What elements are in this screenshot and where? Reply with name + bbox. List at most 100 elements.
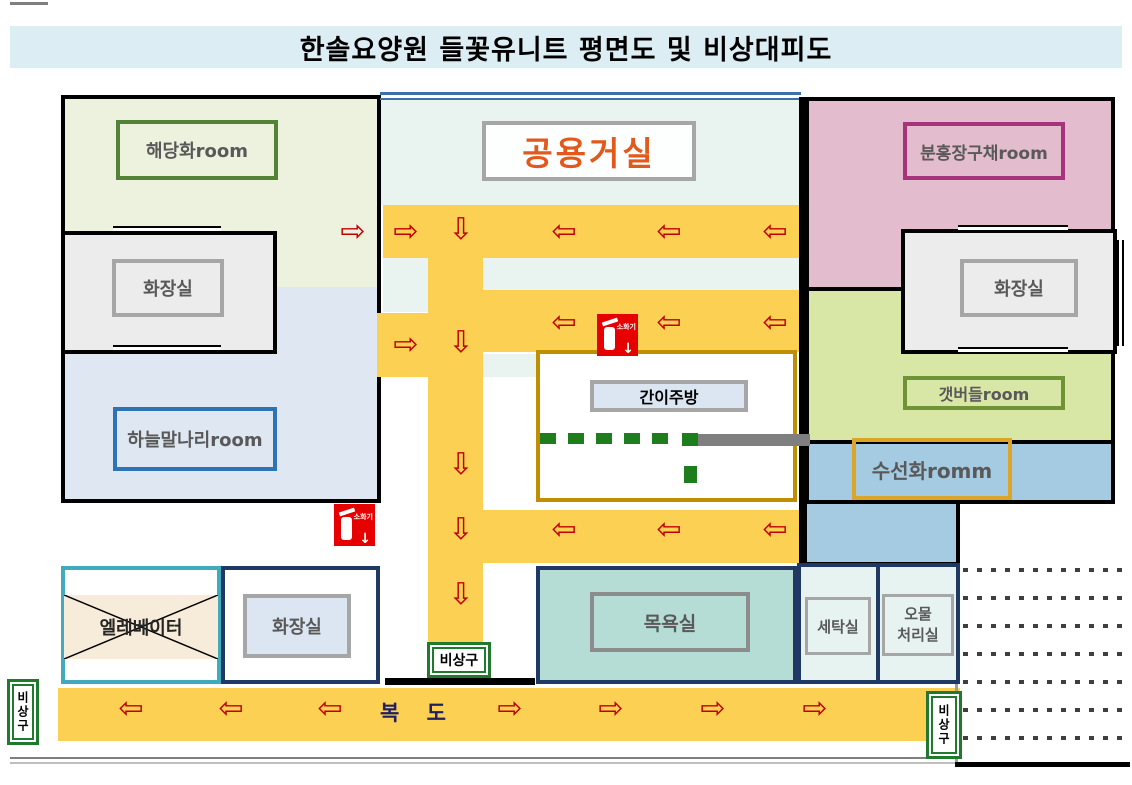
green-dash [540, 433, 556, 444]
corridor-band-second-right [483, 290, 799, 352]
room-label-common-living-text: 공용거실 [522, 134, 656, 173]
green-dash [596, 433, 612, 444]
counter-gray-bar [698, 434, 810, 446]
evacuation-arrow-left-icon: ⇦ [656, 305, 682, 340]
door-mark [113, 345, 221, 352]
room-label-bath: 목욕실 [590, 592, 750, 652]
fire-extinguisher-down-arrow-icon: ↓ [622, 341, 634, 357]
fire-extinguisher-down-arrow-icon: ↓ [359, 531, 371, 547]
fire-extinguisher-label: 소화기 [616, 323, 636, 331]
evacuation-arrow-right-icon: ⇨ [802, 691, 828, 726]
green-dash [684, 466, 697, 483]
evacuation-arrow-left-icon: ⇦ [762, 512, 788, 547]
room-label-toilet-upper-left-text: 화장실 [143, 279, 193, 300]
dotted-boundary-line [963, 708, 1128, 712]
room-label-toilet-lower: 화장실 [243, 594, 351, 658]
evacuation-arrow-left-icon: ⇦ [317, 691, 343, 726]
right-double-wall [1117, 240, 1124, 346]
dotted-boundary-line [963, 568, 1128, 572]
green-dash [624, 433, 640, 444]
room-label-haedanghwa-text: 해당화room [145, 141, 249, 162]
green-dash [568, 433, 584, 444]
evacuation-arrow-down-icon: ⇩ [448, 577, 474, 612]
fire-extinguisher-body [341, 517, 352, 540]
evacuation-arrow-left-icon: ⇦ [656, 512, 682, 547]
evacuation-arrow-left-icon: ⇦ [762, 214, 788, 249]
room-label-pink-jangguchae: 분홍장구채room [903, 122, 1065, 180]
room-label-toilet-upper-left: 화장실 [112, 259, 224, 317]
evacuation-arrow-down-icon: ⇩ [448, 447, 474, 482]
room-label-haneulmalnari: 하늘말나리room [113, 407, 277, 471]
corridor-band-middle [428, 510, 799, 563]
fire-extinguisher-icon: 소화기 ↓ [334, 504, 375, 546]
evacuation-arrow-left-icon: ⇦ [762, 305, 788, 340]
room-label-common-living: 공용거실 [482, 121, 696, 181]
room-bath [536, 566, 797, 684]
room-label-toilet-upper-right-text: 화장실 [994, 279, 1044, 300]
exit-threshold-line [385, 678, 535, 685]
bottom-black-line [955, 762, 1130, 767]
room-label-waste-line2: 처리실 [897, 626, 939, 644]
light-patch [383, 258, 428, 312]
dotted-boundary-line [963, 680, 1128, 684]
kitchen-room [536, 350, 797, 502]
corridor-label-text: 복 도 [380, 701, 456, 725]
evacuation-arrow-left-icon: ⇦ [551, 305, 577, 340]
emergency-exit-center: 비상구 [427, 642, 491, 678]
room-label-elevator-text: 엘레베이터 [99, 618, 183, 639]
fire-extinguisher-label: 소화기 [353, 513, 373, 521]
room-label-suseonhwa: 수선화romm [852, 438, 1012, 500]
dotted-boundary-line [963, 624, 1128, 628]
door-mark [113, 226, 221, 233]
room-label-pink-jangguchae-text: 분홍장구채room [920, 143, 1048, 164]
evacuation-arrow-right-icon: ⇨ [700, 691, 726, 726]
room-label-toilet-lower-text: 화장실 [272, 617, 322, 638]
room-label-kitchen-text: 간이주방 [639, 388, 699, 407]
emergency-exit-center-label: 비상구 [432, 647, 486, 673]
room-toilet-upper-left [61, 231, 277, 354]
door-mark [958, 225, 1068, 232]
center-right-wall [799, 97, 805, 565]
dotted-boundary-line [963, 736, 1128, 740]
fire-extinguisher-body [604, 327, 615, 350]
room-label-gaetbeodeul-text: 갯버들room [938, 385, 1030, 404]
corridor-vertical-column [428, 205, 483, 678]
evacuation-arrow-right-icon: ⇨ [340, 214, 366, 249]
room-label-suseonhwa-text: 수선화romm [871, 458, 993, 483]
evacuation-arrow-right-icon: ⇨ [497, 691, 523, 726]
green-dash [682, 433, 698, 446]
room-label-waste: 오물 처리실 [882, 594, 954, 656]
evacuation-arrow-right-icon: ⇨ [598, 691, 624, 726]
room-label-bath-text: 목욕실 [643, 612, 697, 635]
room-label-laundry-text: 세탁실 [817, 617, 859, 636]
evacuation-arrow-right-icon: ⇨ [393, 214, 419, 249]
room-label-kitchen: 간이주방 [590, 380, 748, 412]
room-laundry [797, 563, 880, 684]
fire-extinguisher-icon: 소화기 ↓ [597, 314, 638, 356]
common-living-top-line [380, 92, 801, 100]
page-title: 한솔요양원 들꽃유니트 평면도 및 비상대피도 [299, 34, 833, 66]
top-left-tick [10, 2, 48, 5]
evacuation-arrow-down-icon: ⇩ [448, 512, 474, 547]
room-suseonhwa-lower [803, 500, 960, 566]
emergency-exit-left: 비상구 [7, 679, 39, 745]
evacuation-arrow-left-icon: ⇦ [656, 214, 682, 249]
light-patch [483, 354, 536, 377]
room-waste [876, 563, 960, 684]
dotted-boundary-line [963, 652, 1128, 656]
green-dash [652, 433, 668, 444]
emergency-exit-right-label: 비상구 [931, 696, 957, 754]
evacuation-arrow-down-icon: ⇩ [448, 325, 474, 360]
elevator-x-lines [64, 595, 218, 659]
room-label-haneulmalnari-text: 하늘말나리room [127, 430, 263, 451]
corridor-band-bottom [58, 688, 960, 741]
room-suseonhwa-upper [805, 440, 1115, 504]
title-bar: 한솔요양원 들꽃유니트 평면도 및 비상대피도 [10, 26, 1122, 68]
bottom-double-gray-line [10, 757, 957, 764]
room-label-gaetbeodeul: 갯버들room [903, 376, 1065, 410]
evacuation-arrow-down-icon: ⇩ [448, 212, 474, 247]
corridor-band-second-left [377, 313, 428, 377]
evacuation-arrow-left-icon: ⇦ [551, 512, 577, 547]
evacuation-arrow-left-icon: ⇦ [218, 691, 244, 726]
